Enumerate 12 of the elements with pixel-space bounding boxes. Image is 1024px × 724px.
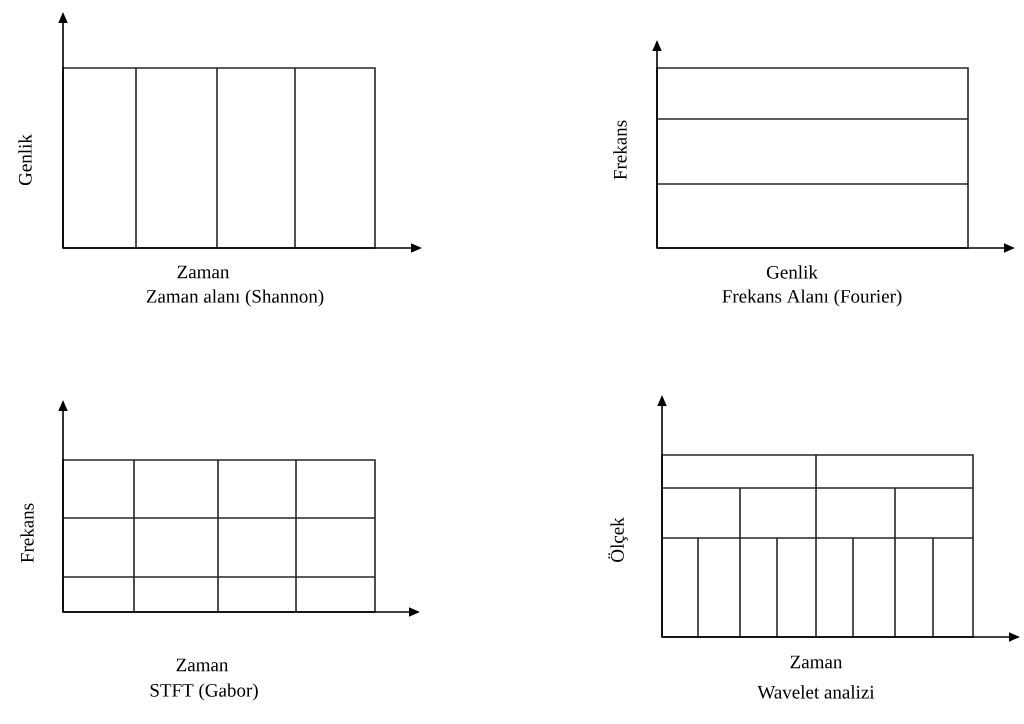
axis-label: Genlik [766, 265, 818, 279]
axis-label: Ölçek [608, 517, 628, 562]
axis-label: Zaman [790, 655, 843, 669]
panel-caption: Frekans Alanı (Fourier) [722, 289, 902, 307]
axis-label: Zaman [176, 658, 229, 672]
axis-label: Zaman [177, 265, 230, 279]
axis-label: Genlik [18, 134, 32, 186]
panel-caption: STFT (Gabor) [150, 683, 258, 701]
panel-caption: Zaman alanı (Shannon) [146, 289, 324, 307]
axis-label: Frekans [20, 503, 34, 563]
axis-label: Frekans [613, 120, 627, 180]
panel-caption: Wavelet analizi [757, 685, 875, 699]
